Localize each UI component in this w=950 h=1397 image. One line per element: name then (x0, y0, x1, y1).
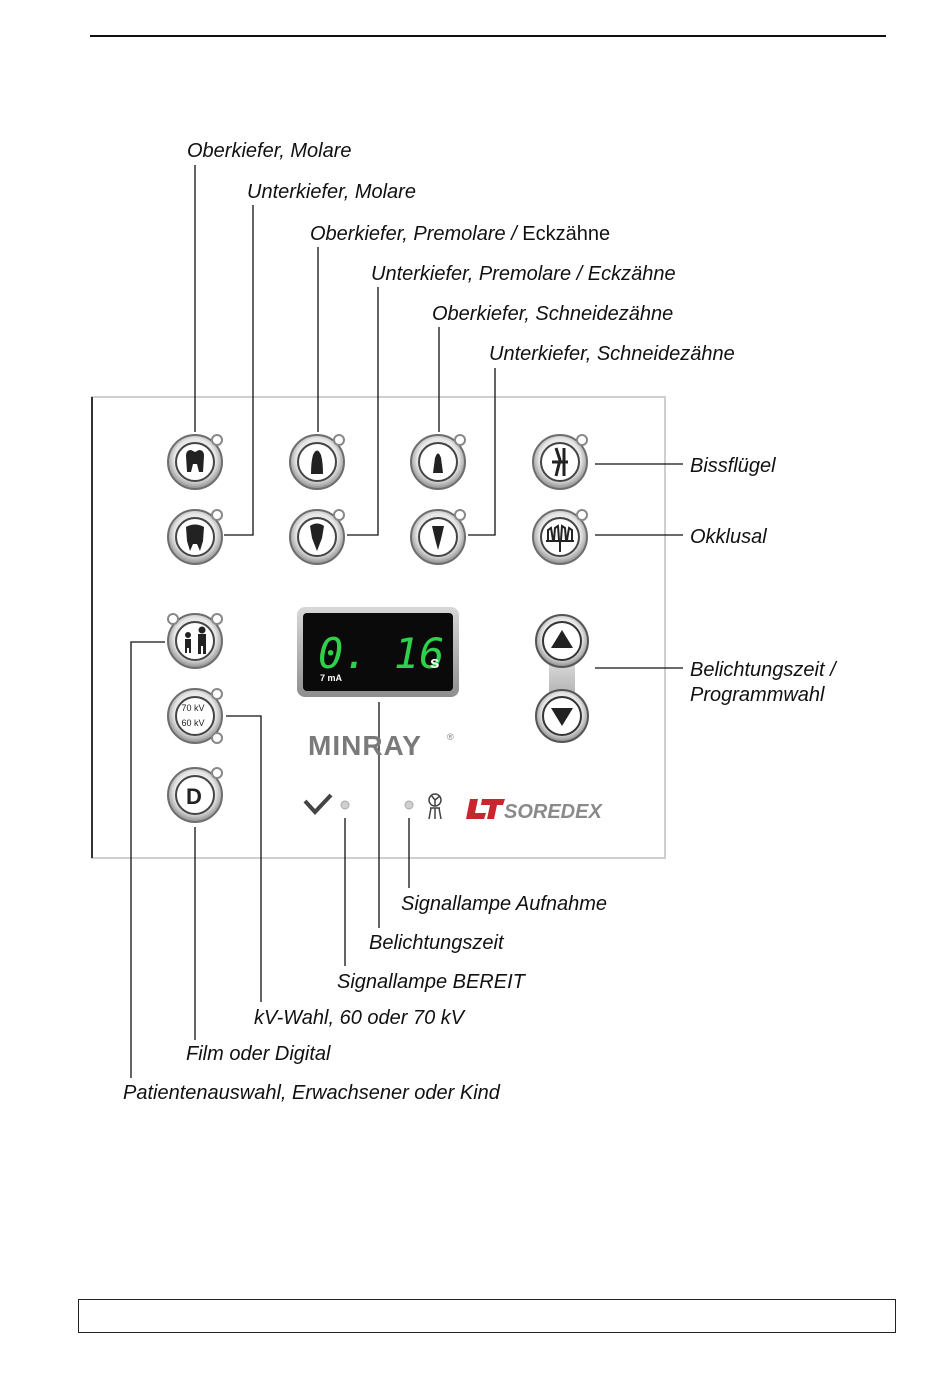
premolar-upper-icon (311, 450, 323, 474)
label-oberkiefer-premolare-tail: Eckzähne (516, 223, 611, 245)
bitewing-icon (552, 447, 568, 477)
leader-lines (130, 165, 683, 1078)
label-oberkiefer-premolare-main: Oberkiefer, Premolare / (310, 223, 517, 245)
soredex-logo: SOREDEX (466, 799, 603, 823)
exposure-lamp (404, 800, 414, 810)
arrow-down-icon (551, 708, 573, 726)
kv-70-label: 70 kV (181, 703, 204, 713)
button-bissfluegel[interactable] (532, 434, 588, 490)
brand-registered-mark: ® (447, 732, 454, 742)
patient-adult-child-icon (185, 626, 206, 654)
button-patientenauswahl[interactable] (167, 613, 223, 669)
molar-upper-icon (186, 450, 204, 472)
button-oberkiefer-molare[interactable] (167, 434, 223, 490)
incisor-upper-icon (433, 453, 443, 473)
brand-minray: MINRAY (308, 730, 422, 761)
label-signal-aufnahme: Signallampe Aufnahme (401, 893, 608, 915)
button-oberkiefer-schneide[interactable] (410, 434, 466, 490)
incisor-lower-icon (432, 526, 444, 550)
label-film-digital: Film oder Digital (186, 1043, 331, 1065)
button-kv-wahl[interactable]: 70 kV 60 kV (167, 688, 223, 744)
button-unterkiefer-schneide[interactable] (410, 509, 466, 565)
button-unterkiefer-premolare[interactable] (289, 509, 345, 565)
digital-d-label: D (186, 784, 202, 809)
label-patientenauswahl: Patientenauswahl, Erwachsener oder Kind (123, 1082, 500, 1104)
label-oberkiefer-premolare: Oberkiefer, Premolare / Eckzähne (310, 223, 610, 245)
label-oberkiefer-schneide: Oberkiefer, Schneidezähne (432, 303, 674, 325)
arrow-up-button[interactable] (535, 614, 589, 668)
exposure-time-display: 0. 16 s 7 mA (297, 607, 459, 697)
display-value: 0. 16 (318, 629, 444, 678)
label-signal-bereit: Signallampe BEREIT (337, 971, 525, 993)
label-okklusal: Okklusal (690, 526, 767, 548)
premolar-lower-icon (310, 523, 324, 551)
label-unterkiefer-premolare: Unterkiefer, Premolare / Eckzähne (371, 263, 676, 285)
arrow-down-button[interactable] (535, 689, 589, 743)
button-film-digital[interactable]: D (167, 767, 223, 823)
button-unterkiefer-molare[interactable] (167, 509, 223, 565)
label-unterkiefer-schneide: Unterkiefer, Schneidezähne (489, 343, 735, 365)
footer-box (78, 1299, 896, 1333)
radiation-icon (428, 793, 442, 820)
soredex-logo-text: SOREDEX (504, 801, 603, 823)
label-kv-wahl: kV-Wahl, 60 oder 70 kV (254, 1007, 465, 1029)
button-oberkiefer-premolare[interactable] (289, 434, 345, 490)
ready-lamp (340, 800, 350, 810)
label-oberkiefer-molare: Oberkiefer, Molare (187, 140, 352, 162)
ready-check-icon (303, 793, 333, 815)
display-ma: 7 mA (320, 673, 343, 683)
kv-60-label: 60 kV (181, 718, 204, 728)
label-belichtungszeit: Belichtungszeit (369, 932, 504, 954)
label-unterkiefer-molare: Unterkiefer, Molare (247, 181, 416, 203)
button-okklusal[interactable] (532, 509, 588, 565)
label-bissfluegel: Bissflügel (690, 455, 776, 477)
label-belichtung-prog-line2: Programmwahl (690, 684, 825, 706)
arrow-up-icon (551, 630, 573, 648)
display-unit: s (430, 653, 439, 672)
occlusal-icon (546, 524, 574, 552)
top-rule (90, 35, 886, 37)
molar-lower-icon (186, 524, 204, 551)
label-belichtung-prog-line1: Belichtungszeit / (690, 659, 836, 681)
